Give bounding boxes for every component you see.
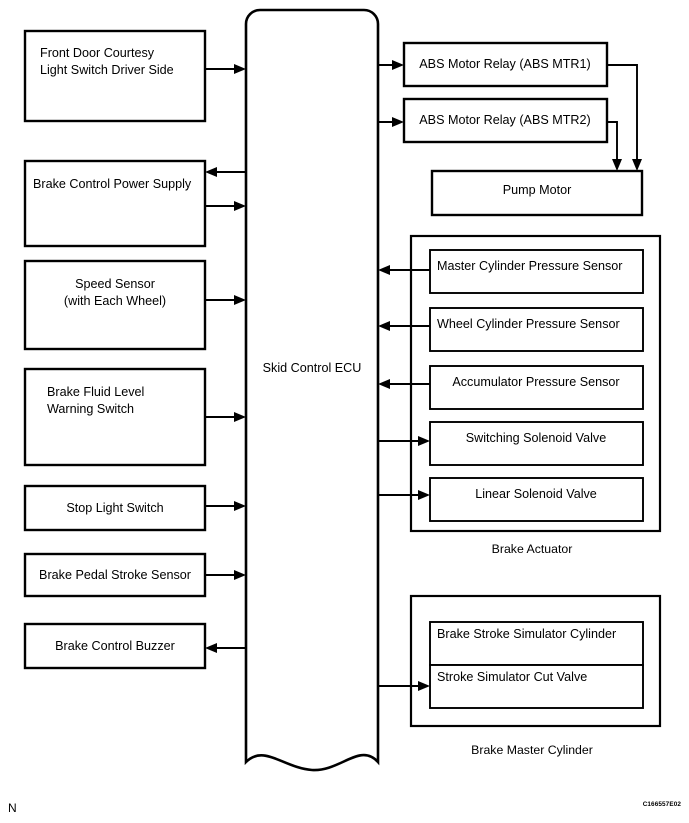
box-abs-motor-relay-mtr2: ABS Motor Relay (ABS MTR2) (402, 97, 609, 144)
box-brake-stroke-simulator-cylinder: Brake Stroke Simulator Cylinder (429, 621, 644, 666)
wire-brake-fluid-level-warning-switch-to-ecu (205, 412, 246, 422)
front-door-courtesy-light-switch-driver-side-label-line2: Light Switch Driver Side (40, 63, 174, 77)
master-cylinder-pressure-sensor-label: Master Cylinder Pressure Sensor (437, 259, 622, 273)
box-brake-pedal-stroke-sensor: Brake Pedal Stroke Sensor (23, 552, 207, 598)
stroke-simulator-cut-valve-label: Stroke Simulator Cut Valve (437, 670, 587, 684)
wire-abs-motor-relay-mtr1-to-pump-motor (607, 64, 642, 171)
box-linear-solenoid-valve: Linear Solenoid Valve (429, 477, 644, 522)
abs-motor-relay-mtr2-label: ABS Motor Relay (ABS MTR2) (419, 113, 590, 127)
pump-motor-label: Pump Motor (503, 183, 572, 197)
box-stop-light-switch: Stop Light Switch (23, 484, 207, 532)
brake-pedal-stroke-sensor-label: Brake Pedal Stroke Sensor (39, 568, 191, 582)
box-stroke-simulator-cut-valve: Stroke Simulator Cut Valve (429, 664, 644, 709)
box-accumulator-pressure-sensor: Accumulator Pressure Sensor (429, 365, 644, 410)
wire-ecu-to-linear-solenoid-valve (378, 490, 430, 500)
wheel-cylinder-pressure-sensor-label: Wheel Cylinder Pressure Sensor (437, 317, 620, 331)
box-brake-control-buzzer: Brake Control Buzzer (23, 622, 207, 670)
box-brake-control-power-supply: Brake Control Power Supply (23, 159, 207, 248)
wire-brake-control-power-supply-to-ecu (205, 201, 246, 211)
box-speed-sensor-with-each-wheel: Speed Sensor (with Each Wheel) (23, 259, 207, 351)
brake-actuator-caption: Brake Actuator (492, 542, 573, 556)
box-abs-motor-relay-mtr1: ABS Motor Relay (ABS MTR1) (402, 41, 609, 88)
corner-mark-n: N (8, 801, 17, 815)
box-wheel-cylinder-pressure-sensor: Wheel Cylinder Pressure Sensor (429, 307, 644, 352)
wire-ecu-to-brake-control-power-supply (205, 167, 246, 177)
brake-stroke-simulator-cylinder-label: Brake Stroke Simulator Cylinder (437, 627, 616, 641)
brake-fluid-level-warning-switch-label-line2: Warning Switch (47, 402, 134, 416)
speed-sensor-label-line1: Speed Sensor (75, 277, 155, 291)
brake-control-buzzer-label: Brake Control Buzzer (55, 639, 175, 653)
wire-ecu-to-abs-motor-relay-mtr2 (378, 117, 404, 127)
wire-ecu-to-brake-control-buzzer (205, 643, 246, 653)
accumulator-pressure-sensor-label: Accumulator Pressure Sensor (452, 375, 619, 389)
group-brake-actuator: Master Cylinder Pressure Sensor Wheel Cy… (378, 234, 662, 556)
stop-light-switch-label: Stop Light Switch (66, 501, 163, 515)
wire-wheel-cylinder-pressure-sensor-to-ecu (378, 321, 430, 331)
box-brake-fluid-level-warning-switch: Brake Fluid Level Warning Switch (23, 367, 207, 467)
wire-front-door-courtesy-to-ecu (205, 64, 246, 74)
speed-sensor-label-line2: (with Each Wheel) (64, 294, 166, 308)
skid-control-ecu: Skid Control ECU (244, 8, 380, 772)
wire-ecu-to-stroke-simulator-cut-valve (378, 681, 430, 691)
brake-control-power-supply-label: Brake Control Power Supply (33, 177, 192, 191)
wire-speed-sensor-to-ecu (205, 295, 246, 305)
skid-control-ecu-label: Skid Control ECU (263, 361, 362, 375)
abs-motor-relay-mtr1-label: ABS Motor Relay (ABS MTR1) (419, 57, 590, 71)
group-brake-master-cylinder: Brake Stroke Simulator Cylinder Stroke S… (378, 594, 662, 757)
wire-master-cylinder-pressure-sensor-to-ecu (378, 265, 430, 275)
wire-abs-motor-relay-mtr2-to-pump-motor (607, 121, 622, 171)
wire-brake-pedal-stroke-sensor-to-ecu (205, 570, 246, 580)
brake-master-cylinder-caption: Brake Master Cylinder (471, 743, 593, 757)
wire-ecu-to-switching-solenoid-valve (378, 436, 430, 446)
box-switching-solenoid-valve: Switching Solenoid Valve (429, 421, 644, 466)
front-door-courtesy-light-switch-driver-side-label-line1: Front Door Courtesy (40, 46, 155, 60)
box-master-cylinder-pressure-sensor: Master Cylinder Pressure Sensor (429, 249, 644, 294)
box-front-door-courtesy-light-switch-driver-side: Front Door Courtesy Light Switch Driver … (23, 29, 207, 123)
figure-code: C166557E02 (643, 801, 682, 808)
wire-stop-light-switch-to-ecu (205, 501, 246, 511)
switching-solenoid-valve-label: Switching Solenoid Valve (466, 431, 606, 445)
brake-fluid-level-warning-switch-label-line1: Brake Fluid Level (47, 385, 144, 399)
wire-ecu-to-abs-motor-relay-mtr1 (378, 60, 404, 70)
wire-accumulator-pressure-sensor-to-ecu (378, 379, 430, 389)
box-pump-motor: Pump Motor (430, 169, 644, 217)
linear-solenoid-valve-label: Linear Solenoid Valve (475, 487, 597, 501)
